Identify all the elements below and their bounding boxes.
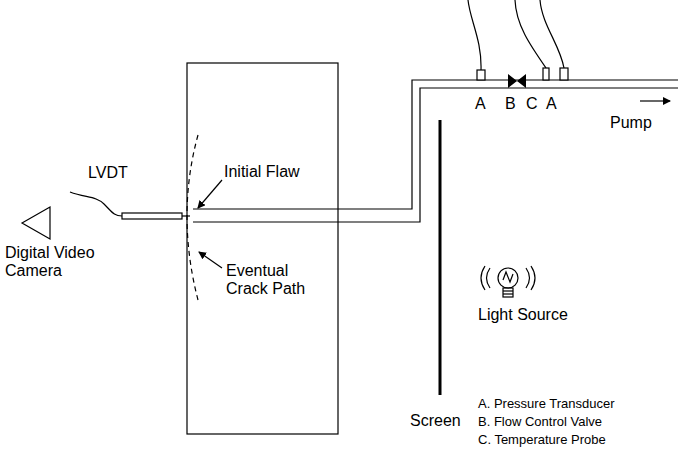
light-wave	[487, 268, 491, 288]
lvdt-sensor	[122, 213, 182, 219]
part-label: Light Source	[478, 306, 568, 324]
lvdt-rod	[182, 215, 190, 216]
part-label: Screen	[410, 412, 461, 430]
pipe-wall	[193, 88, 678, 222]
crack-path	[187, 135, 198, 300]
callout-letter: A	[546, 95, 557, 113]
part-label: Pump	[610, 114, 652, 132]
screen	[439, 120, 442, 395]
key-note: B. Flow Control Valve	[478, 414, 602, 430]
callout-letter: A	[475, 95, 486, 113]
sensor-wire	[468, 0, 481, 70]
flow-arrow	[640, 100, 670, 101]
light-wave	[481, 266, 485, 290]
flow-control-valve	[508, 74, 526, 88]
leader-line	[199, 252, 222, 268]
part-label: Digital Video Camera	[5, 244, 135, 280]
filament	[503, 272, 513, 282]
pipe-wall	[193, 80, 678, 209]
part-label: LVDT	[88, 164, 128, 182]
specimen-block	[187, 63, 338, 434]
bulb-base	[503, 288, 513, 297]
key-note: C. Temperature Probe	[478, 432, 606, 448]
callout-label: Initial Flaw	[224, 163, 300, 181]
light-wave	[526, 268, 530, 288]
key-note: A. Pressure Transducer	[478, 396, 615, 412]
callout-letter: C	[526, 95, 538, 113]
lvdt-cable	[70, 192, 122, 216]
callout-letter: B	[505, 95, 516, 113]
camera-symbol	[22, 207, 50, 239]
leader-line	[198, 180, 222, 208]
temperature-probe	[543, 68, 549, 80]
callout-label: Eventual Crack Path	[226, 262, 321, 298]
bulb	[498, 268, 518, 288]
pressure-transducer	[560, 68, 568, 80]
sensor-wire	[540, 0, 564, 68]
pressure-transducer	[477, 70, 485, 80]
light-wave	[531, 266, 535, 290]
